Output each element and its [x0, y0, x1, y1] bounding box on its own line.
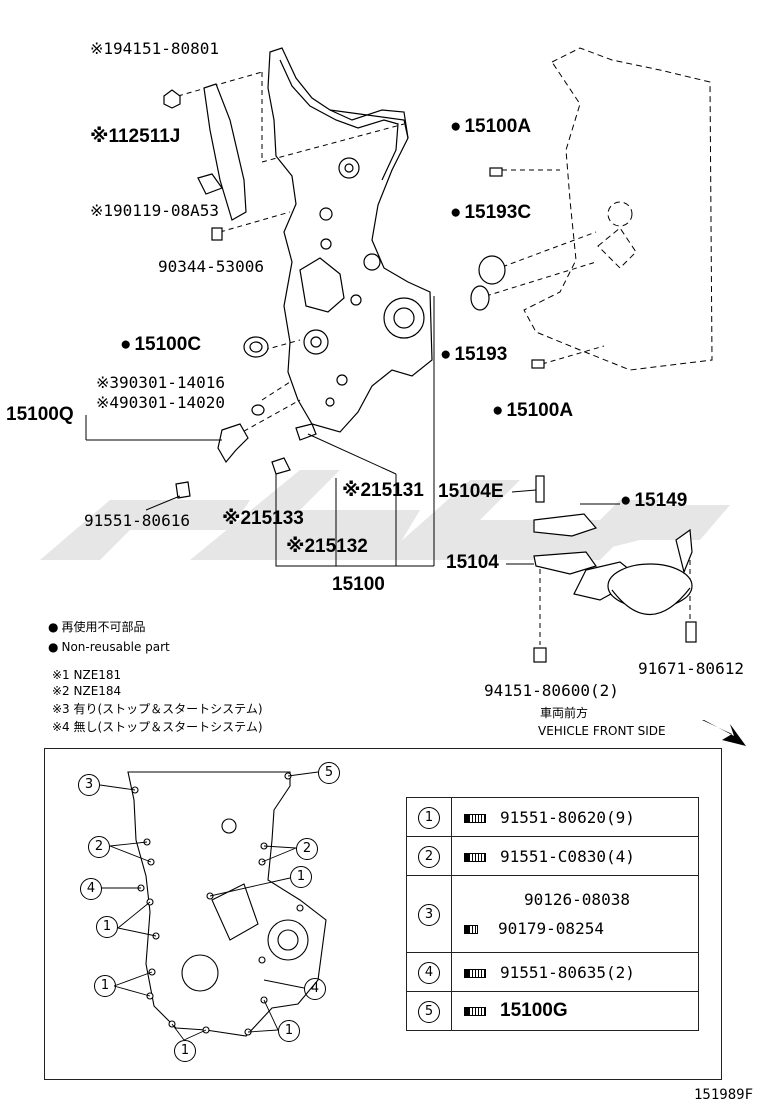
- part-label: 15149: [620, 491, 687, 510]
- part-label: ※215132: [286, 536, 368, 557]
- part-label: 94151-80600(2): [484, 681, 619, 700]
- front-label-en: VEHICLE FRONT SIDE: [538, 724, 666, 738]
- callout-1: 1: [278, 1020, 300, 1042]
- part-label: 15100C: [120, 335, 201, 354]
- stud-icon: [464, 925, 478, 934]
- note-jp-nonreuse: 再使用不可部品: [48, 620, 145, 634]
- callout-1: 1: [290, 866, 312, 888]
- part-number: 91551-C0830(4): [500, 846, 635, 866]
- note-3: ※3 有り(ストップ＆スタートシステム): [52, 702, 263, 716]
- part-label: ※390301-14016: [96, 373, 225, 392]
- row-number: 5: [418, 1000, 440, 1023]
- bolt-icon: [464, 852, 486, 862]
- part-number: 90179-08254: [498, 919, 604, 938]
- part-label: 90344-53006: [158, 257, 264, 276]
- part-number: 90126-08038: [524, 890, 630, 909]
- table-row: 4 91551-80635(2): [406, 952, 699, 992]
- table-row: 5 15100G: [406, 991, 699, 1031]
- part-label: 15104E: [438, 481, 504, 502]
- bolt-icon: [464, 813, 486, 823]
- callout-5: 5: [318, 762, 340, 784]
- bolt-icon: [464, 1007, 486, 1016]
- part-label: 15100A: [492, 401, 573, 420]
- part-number: 15100G: [500, 1000, 568, 1021]
- part-label: ※490301-14020: [96, 393, 225, 412]
- part-number: 91551-80620(9): [500, 807, 635, 827]
- part-label: 15100: [332, 574, 385, 595]
- row-number: 4: [418, 961, 440, 984]
- row-number: 2: [418, 845, 440, 868]
- part-label: ※190119-08A53: [90, 201, 219, 220]
- callout-3: 3: [78, 774, 100, 796]
- front-arrow: [702, 720, 746, 746]
- callout-1: 1: [96, 916, 118, 938]
- part-label: ※215131: [342, 480, 424, 501]
- note-1: ※1 NZE181: [52, 668, 122, 682]
- note-en-nonreuse: Non-reusable part: [48, 640, 169, 654]
- part-label: 15193: [440, 345, 507, 364]
- timing-chain-cover: [267, 47, 433, 433]
- bolt-icon: [464, 968, 486, 978]
- part-label: 15193C: [450, 203, 531, 222]
- engine-block: [523, 47, 713, 371]
- callout-4: 4: [304, 978, 326, 1000]
- part-label: 91671-80612: [638, 659, 744, 678]
- part-label: 15104: [446, 552, 499, 573]
- front-label-jp: 車両前方: [540, 706, 589, 720]
- callout-2: 2: [88, 836, 110, 858]
- part-label: 15100Q: [6, 404, 74, 425]
- row-number: 1: [418, 806, 440, 829]
- callout-1: 1: [94, 975, 116, 997]
- small-parts: [163, 83, 697, 663]
- table-row: 1 91551-80620(9): [406, 797, 699, 837]
- inset-leaders: [99, 771, 319, 1041]
- part-label: 15100A: [450, 117, 531, 136]
- note-4: ※4 無し(ストップ＆スタートシステム): [52, 720, 263, 734]
- part-label: ※194151-80801: [90, 39, 219, 58]
- note-2: ※2 NZE184: [52, 684, 122, 698]
- part-label: 91551-80616: [84, 511, 190, 530]
- part-label: ※112511J: [90, 126, 181, 147]
- watermark-logo: [40, 470, 730, 560]
- bolt-reference-table: 1 91551-80620(9) 2 91551-C0830(4) 3 9012…: [406, 797, 699, 1031]
- callout-1: 1: [174, 1040, 196, 1062]
- inset-legend-box: [44, 748, 722, 1080]
- callout-2: 2: [296, 838, 318, 860]
- part-number: 91551-80635(2): [500, 962, 635, 982]
- figure-id: 151989F: [694, 1087, 754, 1103]
- part-label: ※215133: [222, 508, 304, 529]
- row-number: 3: [418, 903, 440, 926]
- callout-4: 4: [80, 878, 102, 900]
- table-row: 2 91551-C0830(4): [406, 836, 699, 876]
- table-row: 3 90126-08038 90179-08254: [406, 875, 699, 953]
